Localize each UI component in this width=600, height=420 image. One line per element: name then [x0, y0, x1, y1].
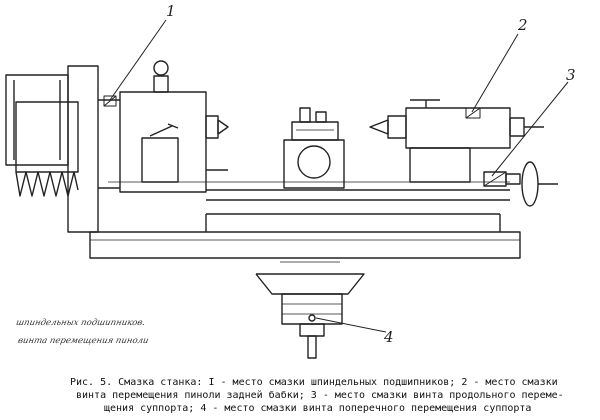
belt-pulley [15, 101, 79, 197]
headstock-frame [67, 65, 120, 233]
callout-2: 2 [517, 16, 528, 34]
callout-4: 4 [383, 328, 394, 346]
leader-lines [109, 19, 569, 333]
callout-3: 3 [566, 66, 576, 84]
tailstock [369, 99, 544, 183]
leader-line-2 [471, 33, 519, 113]
headstock [103, 60, 229, 193]
leader-line-3 [491, 81, 569, 177]
handwritten-note-2: винта перемещения пиноли [16, 336, 150, 346]
leader-line-1 [109, 19, 167, 101]
carriage [283, 107, 345, 189]
handwheel [483, 161, 558, 207]
lathe-lubrication-drawing: 1 2 3 4 [5, 2, 576, 359]
handwritten-note-1: шпиндельных подшипников. [14, 318, 147, 328]
lathe-bed [89, 181, 521, 259]
leader-line-4 [315, 317, 387, 333]
caption-line-2: винта перемещения пиноли задней бабки; 3… [76, 390, 564, 401]
caption-line-1: Рис. 5. Смазка станка: I - место смазки … [70, 377, 558, 388]
caption-line-3: щения суппорта; 4 - место смазки винта п… [104, 403, 532, 414]
figure-caption: Рис. 5. Смазка станка: I - место смазки … [70, 376, 598, 415]
cross-slide-section [255, 261, 365, 359]
callout-1: 1 [166, 2, 176, 20]
